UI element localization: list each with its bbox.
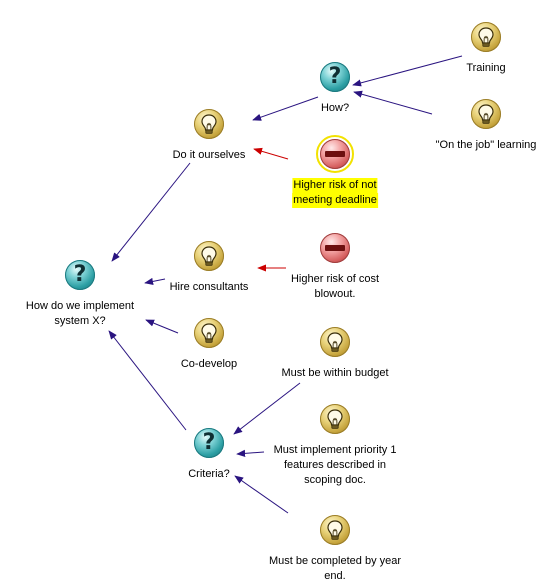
lightbulb-icon[interactable] [320,515,350,545]
node-label: Higher risk of cost [290,273,380,285]
minus-icon[interactable] [316,135,354,173]
minus-icon[interactable] [320,233,350,263]
node-label: meeting deadline [292,193,378,208]
lightbulb-icon[interactable] [471,22,501,52]
node-label: How? [320,102,350,114]
link-hire-to-root[interactable] [144,277,166,285]
node-label: Criteria? [188,468,230,480]
link-criteria-to-root[interactable] [108,330,187,431]
node-label: Must be completed by year [268,555,402,567]
link-training-to-how[interactable] [352,55,463,87]
node-label: scoping doc. [304,474,366,486]
question-icon[interactable] [194,428,224,458]
lightbulb-icon[interactable] [320,404,350,434]
node-label: Higher risk of not [292,178,378,193]
link-risk_deadline-to-do_ourselves[interactable] [253,147,289,160]
question-icon[interactable] [320,62,350,92]
node-label: Training [466,62,506,74]
link-do_ourselves-to-root[interactable] [111,162,191,262]
link-codevelop-to-root[interactable] [145,319,179,334]
node-label: "On the job" learning [435,139,537,151]
link-budget-to-criteria[interactable] [233,382,301,435]
node-label: end. [324,570,346,582]
node-label: Must implement priority 1 [273,444,397,456]
lightbulb-icon[interactable] [194,241,224,271]
link-priority-to-criteria[interactable] [236,449,265,457]
link-year_end-to-criteria[interactable] [234,475,289,514]
node-label: features described in [283,459,387,471]
node-label: How do we implement [25,300,135,312]
link-how-to-do_ourselves[interactable] [252,96,319,121]
lightbulb-icon[interactable] [320,327,350,357]
node-label: blowout. [314,288,356,300]
question-icon[interactable] [65,260,95,290]
node-label: Must be within budget [281,367,389,379]
node-label: Hire consultants [169,281,249,293]
node-label: Co-develop [180,358,238,370]
node-label: system X? [54,315,106,327]
lightbulb-icon[interactable] [194,109,224,139]
link-on_job-to-how[interactable] [353,90,433,115]
lightbulb-icon[interactable] [471,99,501,129]
lightbulb-icon[interactable] [194,318,224,348]
node-label: Do it ourselves [172,149,246,161]
